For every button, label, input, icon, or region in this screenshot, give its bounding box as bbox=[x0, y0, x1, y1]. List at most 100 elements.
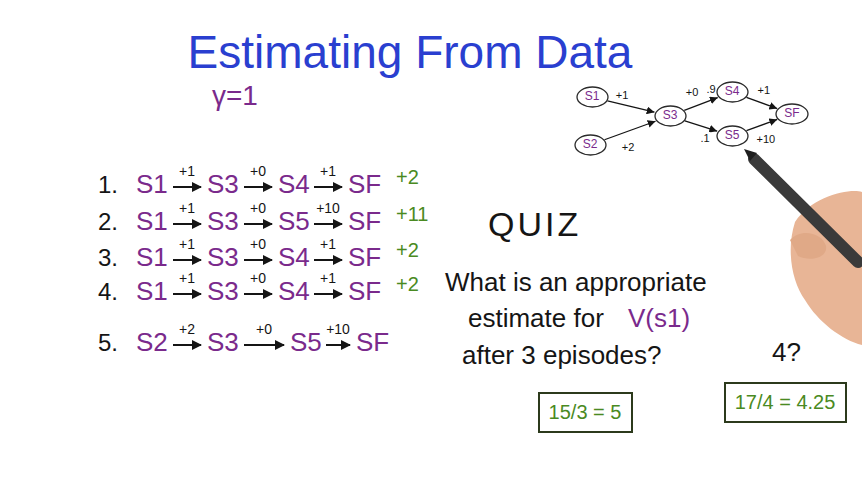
state-name: SF bbox=[348, 170, 381, 200]
transition-arrow bbox=[314, 293, 342, 295]
state-name: S1 bbox=[136, 207, 168, 237]
state-name: SF bbox=[348, 243, 381, 273]
reward-value: +0 bbox=[250, 270, 266, 286]
reward-value: +1 bbox=[320, 270, 336, 286]
answer-box: 15/3 = 5 bbox=[538, 392, 633, 433]
reward-value: +2 bbox=[179, 321, 195, 337]
circle-outline bbox=[655, 106, 686, 126]
state-name: S5 bbox=[725, 129, 740, 143]
reward-value: +1 bbox=[320, 163, 336, 179]
transition-edge bbox=[746, 119, 777, 130]
question-text: estimate for bbox=[468, 304, 604, 334]
question-text: after 3 episodes? bbox=[462, 341, 661, 371]
state-name: S4 bbox=[278, 243, 310, 273]
state-circle: S1 bbox=[576, 86, 609, 108]
transition-edge bbox=[685, 121, 717, 131]
state-name: S1 bbox=[585, 90, 600, 104]
episode-return: +2 bbox=[396, 273, 419, 296]
reward-label: +2 bbox=[621, 140, 636, 152]
discount-factor: γ=1 bbox=[212, 80, 258, 112]
state-name: S2 bbox=[136, 328, 168, 358]
transition-probability: .9 bbox=[706, 83, 715, 96]
state-circle: S3 bbox=[654, 105, 687, 127]
pen bbox=[754, 159, 858, 262]
state-name: S3 bbox=[207, 170, 239, 200]
state-name: SF bbox=[356, 328, 389, 358]
state-name: SF bbox=[348, 207, 381, 237]
answer-value: 17/4 = 4.25 bbox=[735, 391, 836, 414]
episode-return: +2 bbox=[396, 166, 419, 189]
transition-arrow bbox=[173, 186, 201, 188]
episode-number: 4. bbox=[98, 278, 118, 306]
guess-answer: 4? bbox=[772, 338, 801, 368]
reward-value: +1 bbox=[179, 236, 195, 252]
state-circle: S5 bbox=[716, 125, 749, 147]
transition-edge bbox=[684, 98, 717, 111]
reward-value: +10 bbox=[326, 321, 350, 337]
episode-number: 5. bbox=[98, 329, 118, 357]
transition-arrow bbox=[244, 259, 272, 261]
transition-edge bbox=[607, 101, 654, 112]
episode-return: +11 bbox=[396, 203, 428, 226]
value-symbol: V(s1) bbox=[628, 304, 690, 334]
state-name: S5 bbox=[278, 207, 310, 237]
state-name: S1 bbox=[136, 277, 168, 307]
state-circle: S2 bbox=[574, 134, 607, 156]
state-name: S3 bbox=[207, 328, 239, 358]
reward-value: +0 bbox=[256, 321, 272, 337]
reward-value: +1 bbox=[179, 270, 195, 286]
reward-value: +1 bbox=[179, 163, 195, 179]
state-circle: SF bbox=[775, 103, 809, 125]
title: Estimating From Data bbox=[188, 26, 633, 79]
reward-label: +1 bbox=[615, 88, 630, 100]
state-name: S5 bbox=[290, 328, 322, 358]
transition-arrow bbox=[173, 344, 201, 346]
state-name: S3 bbox=[207, 277, 239, 307]
state-name: S4 bbox=[278, 277, 310, 307]
episode-number: 1. bbox=[98, 171, 118, 199]
state-name: S3 bbox=[207, 243, 239, 273]
reward-value: +0 bbox=[250, 163, 266, 179]
answer-value: 15/3 = 5 bbox=[549, 401, 622, 424]
reward-value: +0 bbox=[250, 200, 266, 216]
reward-label: +0 bbox=[685, 86, 700, 98]
reward-value: +0 bbox=[250, 236, 266, 252]
reward-value: +10 bbox=[316, 200, 340, 216]
transition-arrow bbox=[173, 293, 201, 295]
circle-outline bbox=[577, 87, 608, 107]
episode-number: 2. bbox=[98, 208, 118, 236]
reward-label: .1 bbox=[699, 132, 710, 144]
reward-label: +10 bbox=[755, 133, 776, 145]
transition-arrow bbox=[326, 344, 350, 346]
reward-value: +1 bbox=[320, 236, 336, 252]
circle-outline bbox=[717, 126, 748, 146]
answer-box: 17/4 = 4.25 bbox=[724, 382, 847, 423]
state-name: S1 bbox=[136, 170, 168, 200]
question-text: What is an appropriate bbox=[445, 268, 707, 298]
thumb bbox=[790, 233, 826, 259]
state-circle: S4 bbox=[716, 81, 749, 103]
transition-arrow bbox=[244, 223, 272, 225]
state-name: S4 bbox=[278, 170, 310, 200]
transition-edge bbox=[604, 121, 655, 139]
transition-arrow bbox=[314, 259, 342, 261]
state-name: S3 bbox=[207, 207, 239, 237]
state-name: S4 bbox=[725, 85, 740, 99]
state-name: SF bbox=[784, 107, 799, 121]
transition-arrow bbox=[173, 223, 201, 225]
pen-tip bbox=[744, 149, 757, 161]
quiz-heading: QUIZ bbox=[488, 205, 581, 244]
episode-return: +2 bbox=[396, 239, 419, 262]
transition-arrow bbox=[173, 259, 201, 261]
circle-outline bbox=[717, 82, 748, 102]
circle-outline bbox=[776, 104, 808, 124]
transition-arrow bbox=[314, 186, 342, 188]
transition-arrow bbox=[314, 223, 342, 225]
transition-arrow bbox=[244, 344, 284, 346]
reward-label: +1 bbox=[757, 84, 772, 96]
state-name: S2 bbox=[583, 138, 598, 152]
state-name: S1 bbox=[136, 243, 168, 273]
transition-arrow bbox=[244, 186, 272, 188]
transition-arrow bbox=[244, 293, 272, 295]
state-name: S3 bbox=[663, 109, 678, 123]
